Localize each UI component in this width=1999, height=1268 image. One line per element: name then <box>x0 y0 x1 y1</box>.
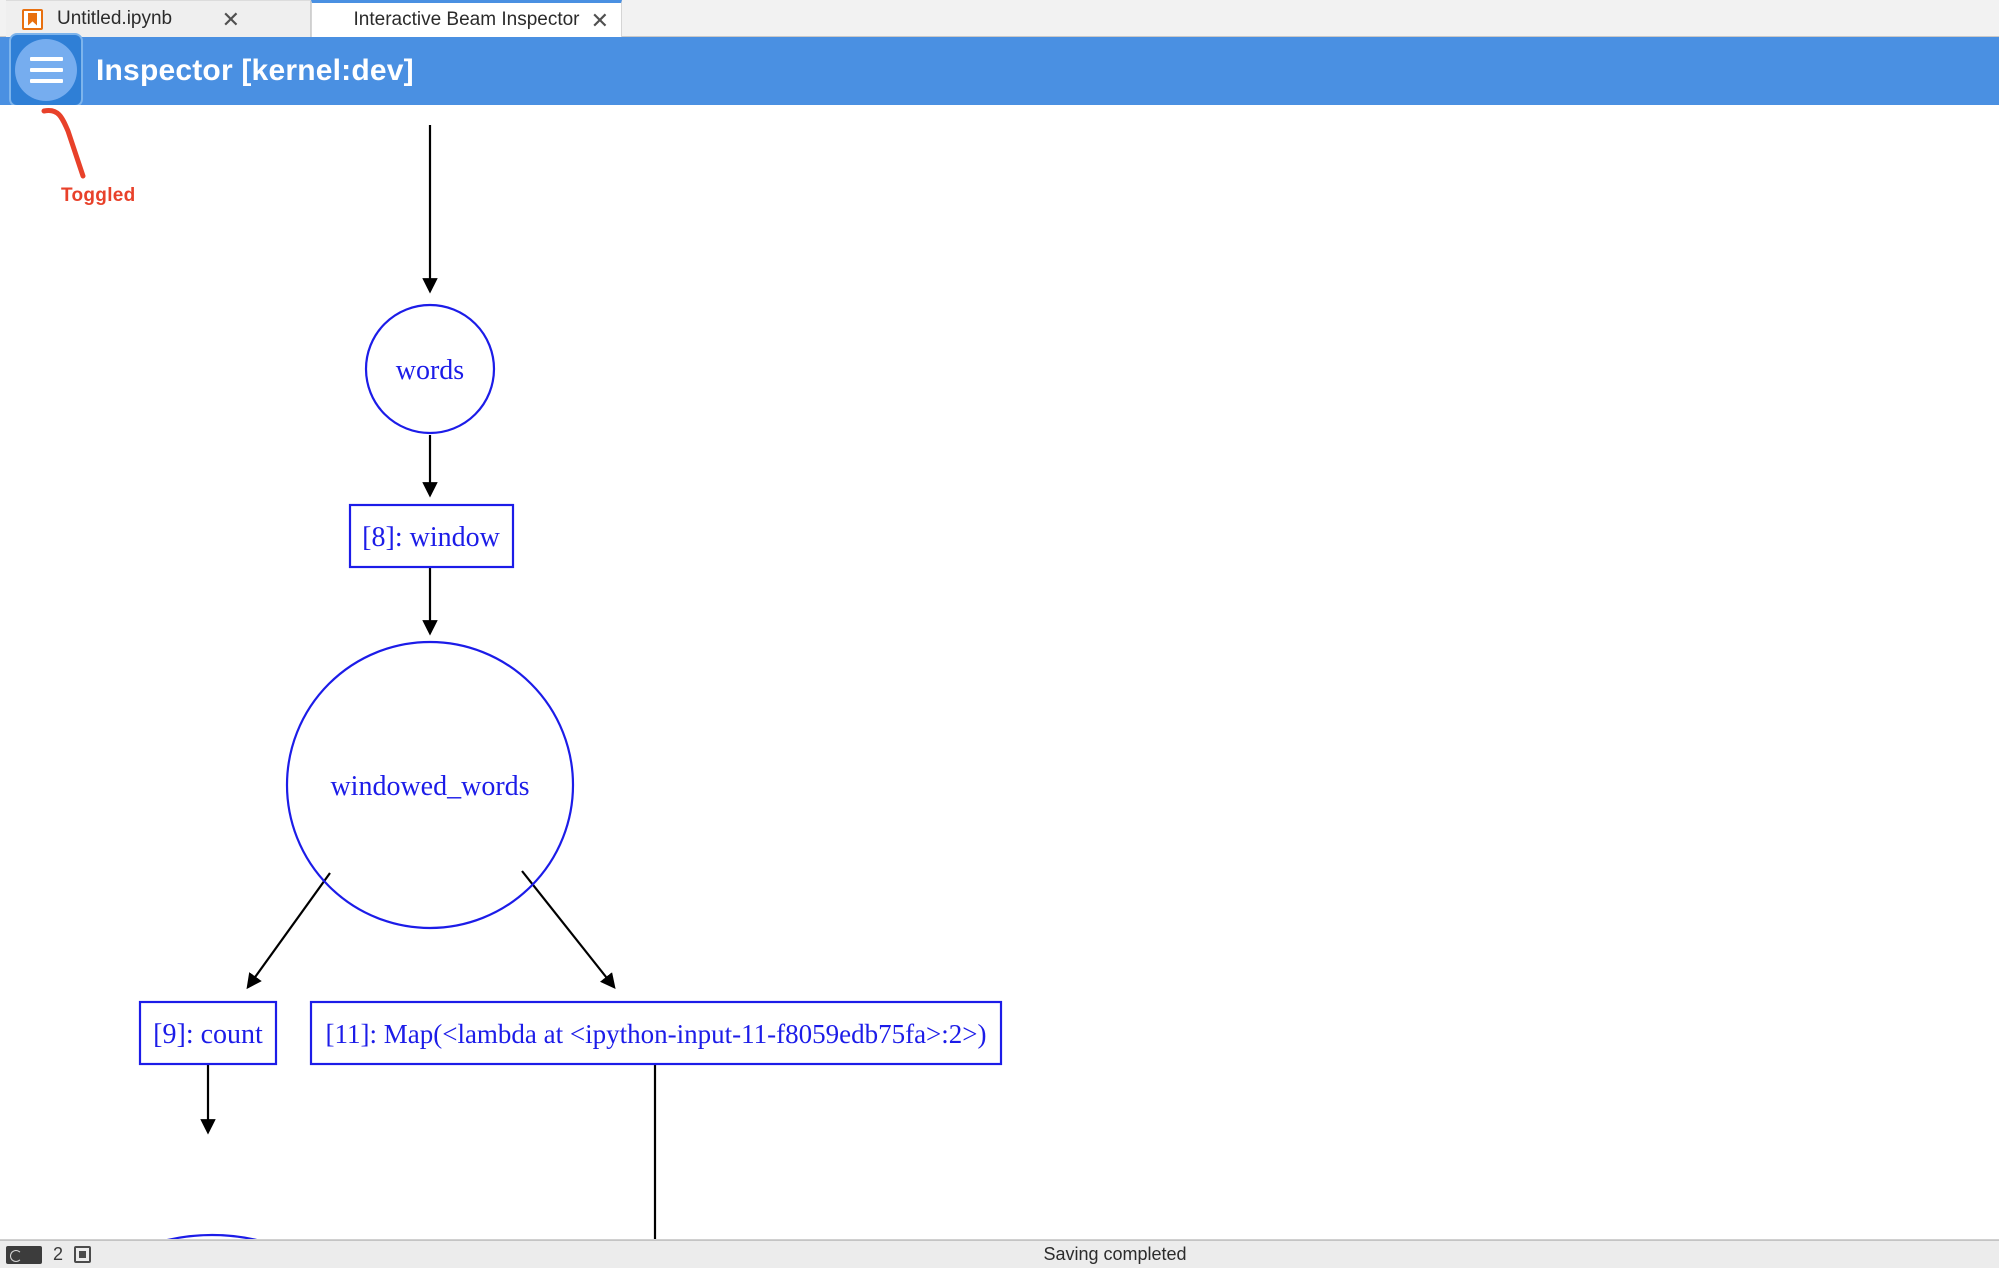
edge-windowed-words-to-count <box>246 872 331 990</box>
kernel-busy-icon[interactable] <box>6 1245 42 1264</box>
graph-node-windowed-words[interactable]: windowed_words <box>285 640 575 930</box>
node-label: [11]: Map(<lambda at <ipython-input-11-f… <box>326 1019 987 1049</box>
graph-node-windowed-word-counts[interactable]: windowed_word_counts <box>12 1233 412 1240</box>
memory-chip-icon[interactable] <box>74 1246 92 1263</box>
tab-label: Untitled.ipynb <box>57 8 173 29</box>
statusbar-left-group: 2 <box>0 1244 92 1265</box>
notebook-icon <box>22 8 43 30</box>
node-shape-ellipse <box>364 303 496 435</box>
tab-untitled-ipynb[interactable]: Untitled.ipynb ✕ <box>6 0 311 37</box>
node-shape-ellipse <box>167 1233 257 1239</box>
inspector-header: Inspector [kernel:dev] <box>0 33 1999 107</box>
node-shape-box <box>138 1000 278 1066</box>
tabbar: Untitled.ipynb ✕ Interactive Beam Inspec… <box>0 0 1999 37</box>
statusbar-count: 2 <box>53 1244 64 1264</box>
node-label: [8]: window <box>362 522 500 553</box>
graph-svg: words [8]: window windowed_words [9]: co… <box>12 125 1003 1240</box>
statusbar-message: Saving completed <box>1043 1244 1187 1264</box>
tab-label: Interactive Beam Inspector <box>353 9 580 30</box>
graph-node-count[interactable]: [9]: count <box>138 1000 278 1066</box>
graph-node-window[interactable]: [8]: window <box>348 503 515 569</box>
node-shape-box <box>348 503 515 569</box>
statusbar: 2 Saving completed <box>0 1240 1999 1268</box>
graph-node-map-lambda[interactable]: [11]: Map(<lambda at <ipython-input-11-f… <box>309 1000 1003 1066</box>
node-shape-box <box>309 1000 1003 1066</box>
tab-interactive-beam-inspector[interactable]: Interactive Beam Inspector ✕ <box>311 0 622 37</box>
beam-pipeline-graph[interactable]: words [8]: window windowed_words [9]: co… <box>0 105 1999 1240</box>
node-label: [9]: count <box>153 1019 263 1050</box>
graph-edges <box>200 125 657 1239</box>
edge-windowed-words-to-map <box>521 870 616 990</box>
tab-close-icon[interactable]: ✕ <box>590 8 609 33</box>
node-label: words <box>396 355 464 386</box>
node-shape-ellipse <box>285 640 575 930</box>
page-title: Inspector [kernel:dev] <box>96 54 414 87</box>
hamburger-menu-button[interactable] <box>9 33 83 107</box>
hamburger-icon <box>15 39 77 101</box>
graph-node-words[interactable]: words <box>364 303 496 435</box>
node-label: windowed_words <box>330 771 529 802</box>
tab-close-icon[interactable]: ✕ <box>221 7 240 32</box>
